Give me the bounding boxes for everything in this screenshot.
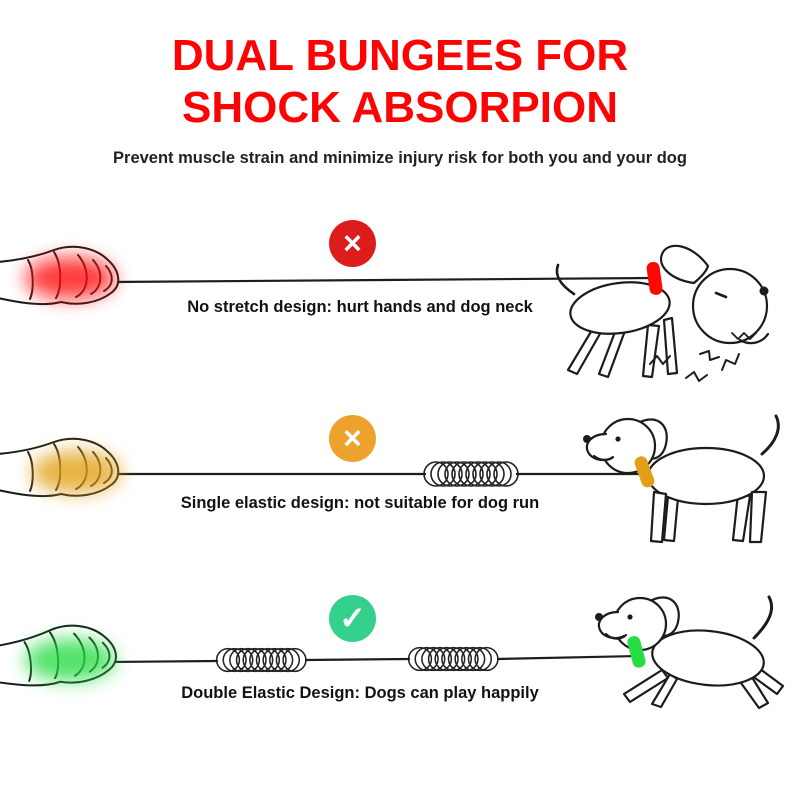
comparison-rows: × No stretch design: hurt hands and dog …: [0, 192, 800, 762]
x-circle-icon: ×: [329, 414, 376, 462]
stress-marks: [649, 349, 740, 382]
row-double-elastic-design: ✓ Double Elastic Design: Dogs can play h…: [0, 572, 800, 762]
dog-collar: [646, 261, 663, 295]
hand-strain-glow: [25, 256, 115, 299]
poster-subtitle: Prevent muscle strain and minimize injur…: [113, 148, 687, 167]
dog-nose: [759, 286, 769, 296]
bungee-spring: [423, 461, 519, 487]
dog-nose: [583, 434, 591, 443]
row-caption: Double Elastic Design: Dogs can play hap…: [181, 683, 539, 702]
dog-teeth: [731, 331, 757, 340]
row-caption: Single elastic design: not suitable for …: [180, 493, 540, 512]
x-mark-glyph: ×: [343, 420, 362, 457]
row-single-elastic-design: × Single elastic design: not suitable fo…: [0, 382, 800, 572]
dog-tail: [752, 595, 774, 640]
dog-body: [651, 629, 765, 687]
leash-line: [304, 657, 411, 661]
dog-illustration-running: [595, 595, 785, 709]
dog-ear: [659, 244, 710, 284]
row-no-stretch-design: × No stretch design: hurt hands and dog …: [0, 192, 800, 382]
dog-eye: [615, 436, 621, 442]
title-line-1: DUAL BUNGEES FOR: [171, 31, 629, 80]
dog-tail: [760, 414, 780, 456]
x-circle-icon: ×: [329, 219, 376, 267]
dog-body: [569, 280, 671, 335]
dog-eye: [627, 614, 633, 620]
dog-mouth: [592, 454, 615, 461]
hand-strain-glow: [31, 450, 121, 493]
x-mark-glyph: ×: [343, 225, 362, 262]
title-line-2: SHOCK ABSORPION: [182, 82, 618, 132]
hand-strain-glow: [25, 638, 115, 681]
leash-line: [103, 659, 219, 663]
bungee-spring: [407, 646, 499, 671]
check-circle-icon: ✓: [329, 594, 376, 642]
header: DUAL BUNGEES FOR SHOCK ABSORPION Prevent…: [0, 0, 800, 168]
dog-collar: [627, 635, 646, 668]
row-illustration-no-stretch: [0, 244, 770, 382]
row-illustration-double-elastic: [0, 595, 785, 709]
bungee-spring: [215, 647, 307, 672]
dog-eye: [714, 291, 728, 299]
row-illustration-single-elastic: [0, 414, 780, 543]
dog-collar: [634, 456, 655, 488]
poster-title: DUAL BUNGEES FOR SHOCK ABSORPION: [0, 30, 800, 134]
dog-nose: [595, 612, 603, 621]
dog-mouth: [604, 632, 628, 640]
dog-head: [691, 267, 769, 344]
leash-line: [496, 654, 641, 660]
dog-illustration-hurt: [555, 244, 770, 382]
dog-tail: [555, 263, 576, 296]
row-caption: No stretch design: hurt hands and dog ne…: [187, 297, 533, 316]
leash-line: [109, 276, 653, 283]
dog-mouth: [738, 332, 770, 345]
check-mark-glyph: ✓: [339, 600, 366, 637]
dog-illustration-walking: [583, 414, 780, 543]
